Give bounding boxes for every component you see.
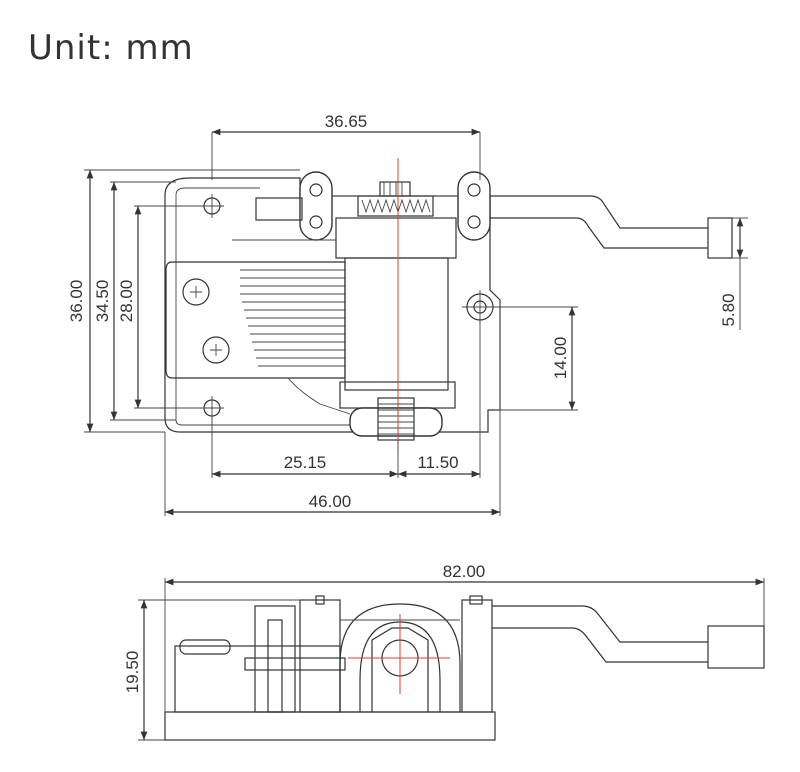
mount-hole — [462, 290, 498, 324]
unit-title: Unit: mm — [28, 28, 194, 68]
dim-36-00: 36.00 — [67, 280, 86, 323]
top-view: 36.65 36.00 34.50 28.00 5.80 14.00 — [67, 112, 748, 516]
mount-hole — [200, 194, 224, 218]
dim-82-00: 82.00 — [443, 562, 486, 581]
dim-46-00: 46.00 — [309, 492, 352, 511]
side-view: 82.00 19.50 — [123, 562, 765, 741]
dim-36-65: 36.65 — [325, 112, 368, 131]
dim-34-50: 34.50 — [93, 280, 112, 323]
dim-11-50: 11.50 — [417, 453, 458, 472]
mount-hole — [200, 396, 224, 420]
screw — [202, 336, 230, 364]
dim-19-50: 19.50 — [123, 651, 142, 694]
screw — [182, 278, 210, 306]
dim-28-00: 28.00 — [117, 280, 136, 323]
dim-25-15: 25.15 — [284, 453, 327, 472]
dim-14-00: 14.00 — [551, 337, 570, 380]
dim-5-80: 5.80 — [719, 293, 738, 326]
